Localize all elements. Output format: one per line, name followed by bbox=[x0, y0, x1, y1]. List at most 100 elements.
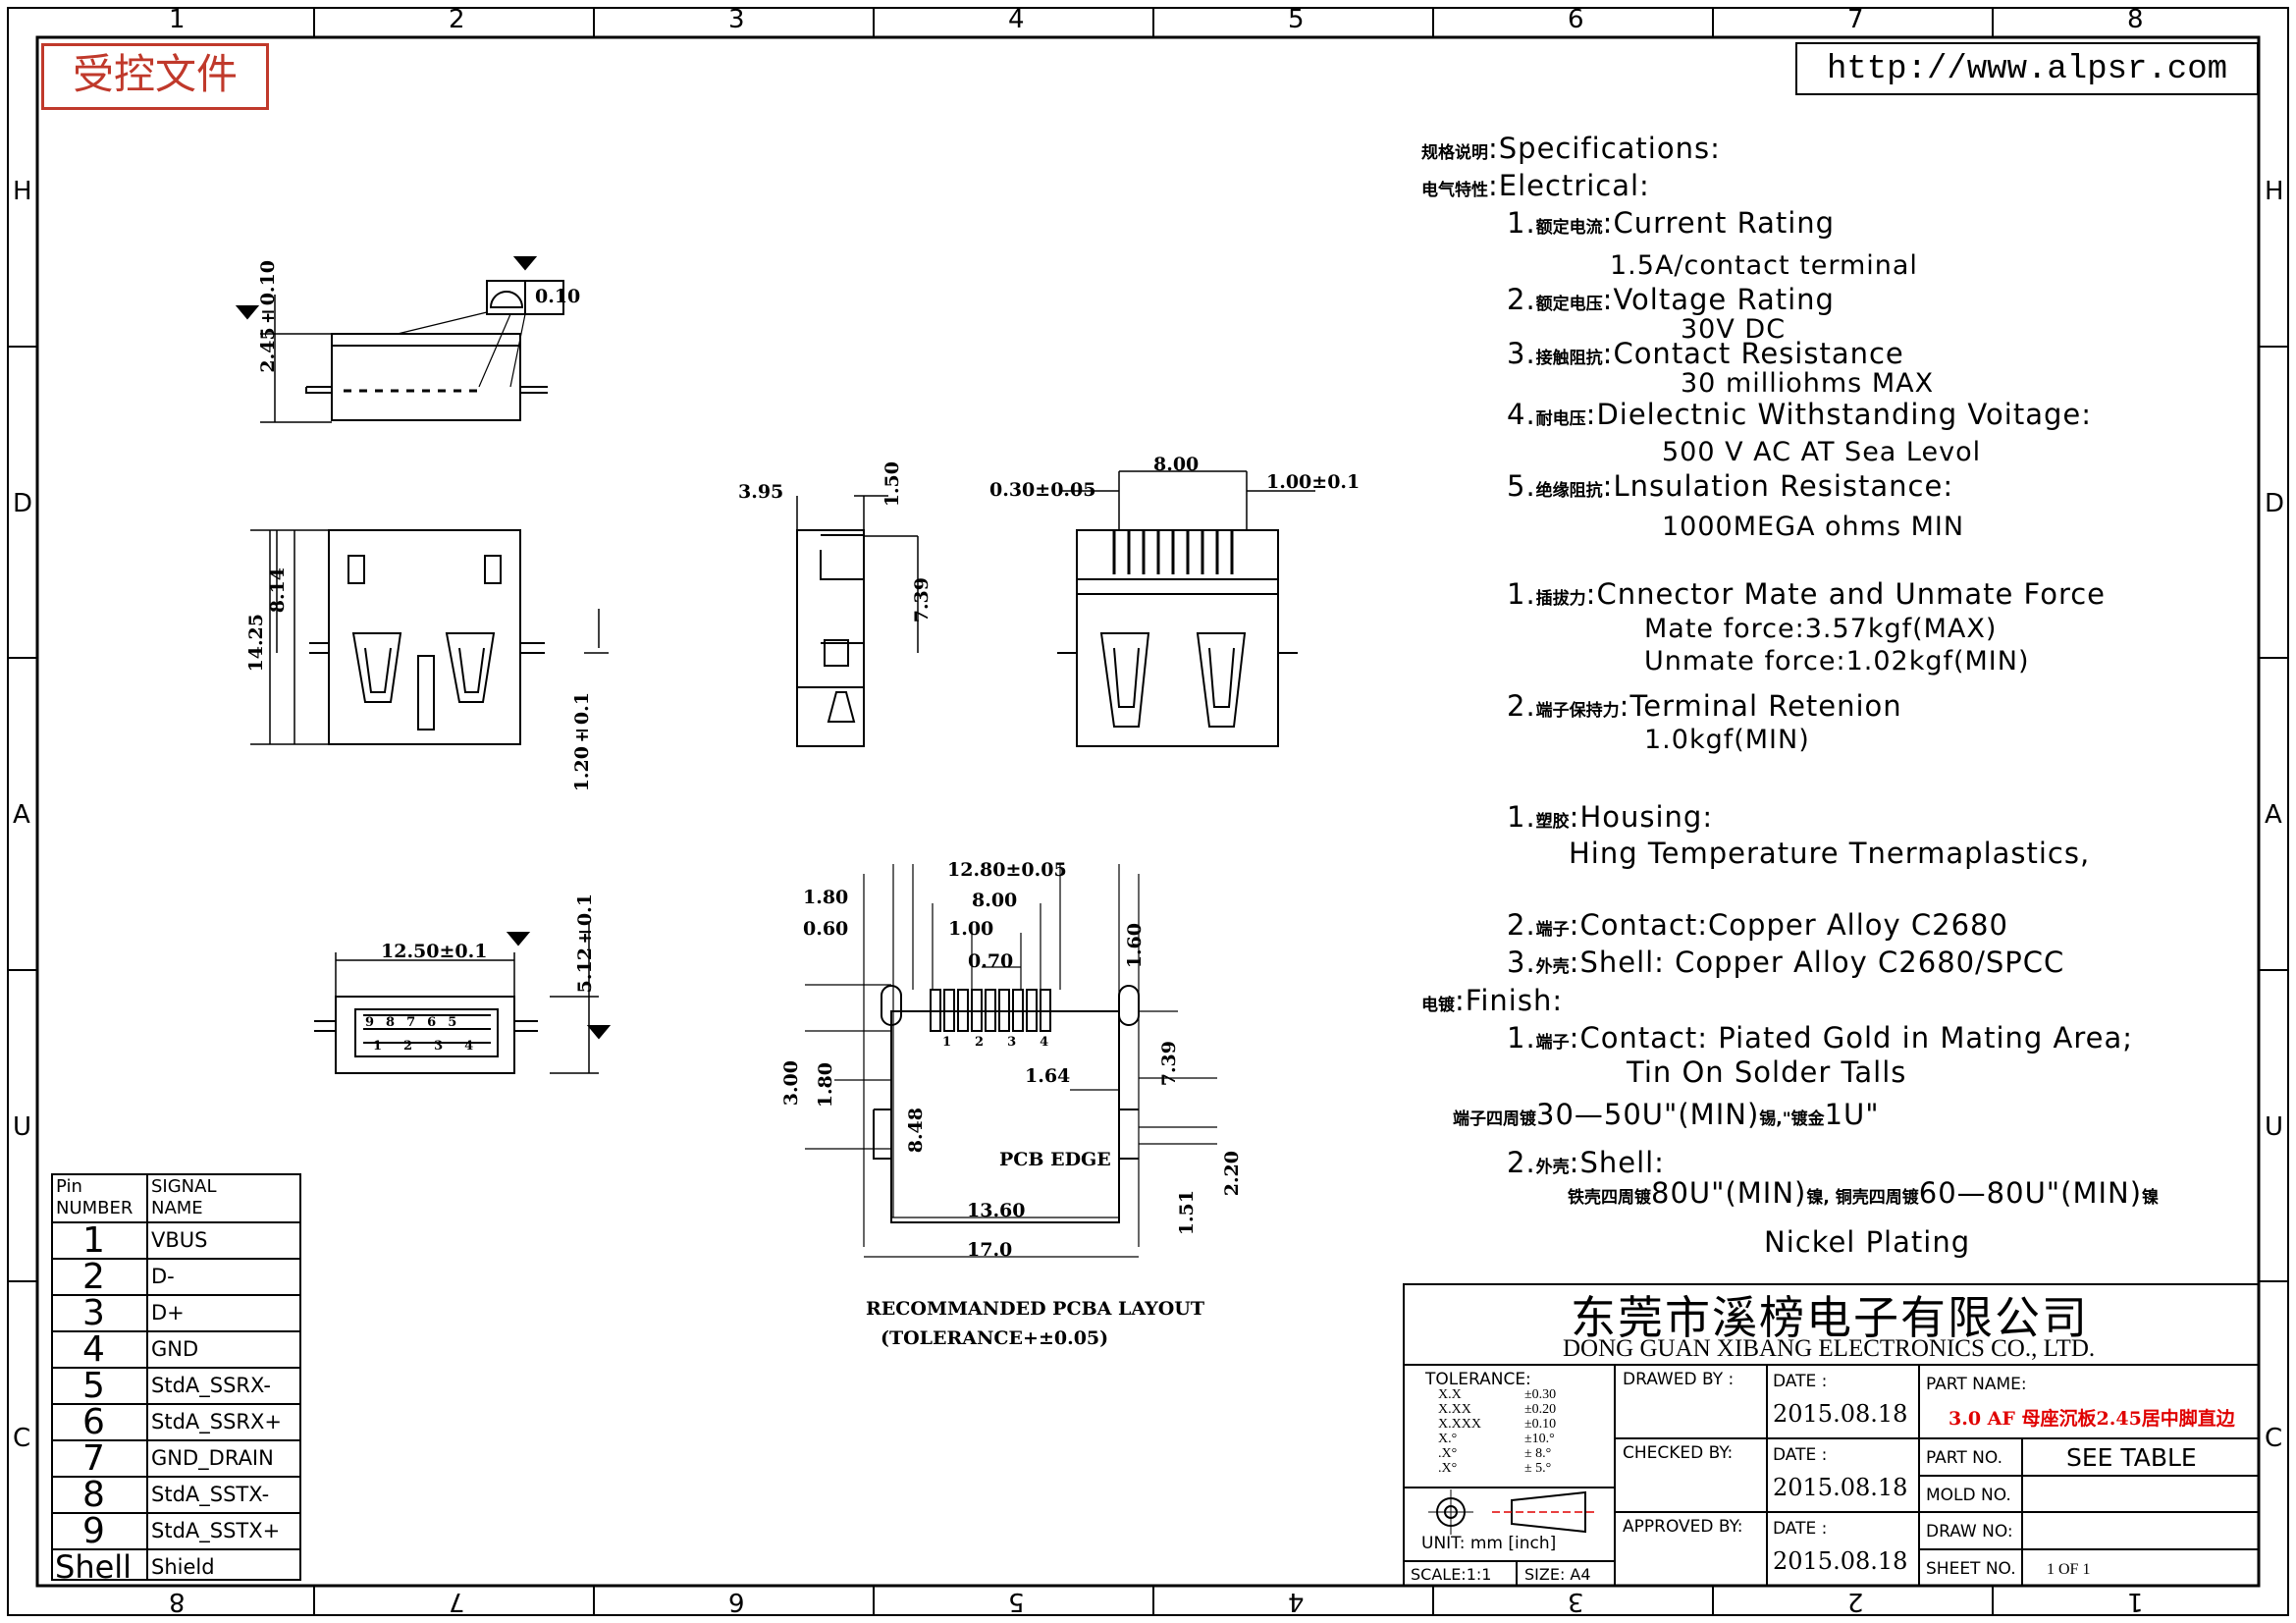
website-url[interactable]: http://www.alpsr.com bbox=[1826, 51, 2228, 88]
dim-0-70: 0.70 bbox=[968, 950, 1014, 972]
dim-8-00-top: 8.00 bbox=[1153, 454, 1200, 475]
pin-signal: D+ bbox=[151, 1301, 185, 1325]
sheet-no-value: 1 OF 1 bbox=[2047, 1561, 2091, 1578]
dim-12-80: 12.80±0.05 bbox=[947, 859, 1067, 881]
top-view bbox=[1057, 470, 1315, 747]
top-num-1: 1 bbox=[169, 5, 186, 34]
spec-finish-shell-value: Nickel Plating bbox=[1764, 1225, 1971, 1259]
pin-number: 2 bbox=[82, 1257, 105, 1297]
dim-1-51: 1.51 bbox=[1176, 1190, 1198, 1236]
section-view bbox=[796, 495, 919, 747]
right-letter-c: C bbox=[2265, 1424, 2283, 1453]
top-num-5: 5 bbox=[1288, 5, 1305, 34]
pcb-edge-label: PCB EDGE bbox=[999, 1149, 1111, 1170]
top-num-6: 6 bbox=[1568, 5, 1584, 34]
inner-frame bbox=[35, 35, 2261, 1588]
spec-unmate-force-value: Unmate force:1.02kgf(MIN) bbox=[1644, 646, 2030, 676]
end-view-pin-numbers-top: 98765 bbox=[365, 1015, 469, 1030]
top-num-4: 4 bbox=[1008, 5, 1025, 34]
mold-no-label: MOLD NO. bbox=[1926, 1486, 2011, 1505]
dim-1-80-side: 1.80 bbox=[815, 1062, 836, 1109]
pcb-layout-view bbox=[805, 864, 1217, 1258]
title-block-lines bbox=[1403, 1283, 2260, 1587]
bottom-num-5: 5 bbox=[1008, 1587, 1025, 1616]
top-num-8: 8 bbox=[2127, 5, 2144, 34]
spec-finish-contact-value: Tin On Solder Talls bbox=[1627, 1055, 1907, 1089]
spec-contact-value: 30 milliohms MAX bbox=[1681, 368, 1935, 399]
spec-mate-force: 1.插拔力:Cnnector Mate and Unmate Force bbox=[1507, 577, 2107, 611]
dim-1-60: 1.60 bbox=[1124, 923, 1146, 969]
spec-finish: 电镀:Finish: bbox=[1421, 984, 1564, 1017]
pin-number-shell: Shell bbox=[55, 1548, 133, 1586]
dim-8-14: 8.14 bbox=[267, 568, 289, 614]
pin-table-lines bbox=[51, 1173, 301, 1581]
bottom-num-6: 6 bbox=[728, 1587, 745, 1616]
right-letter-u: U bbox=[2265, 1112, 2284, 1142]
tolerance-label: TOLERANCE: bbox=[1425, 1370, 1531, 1389]
pin-signal-shield: Shield bbox=[151, 1555, 215, 1579]
spec-shell-material: 3.外壳:Shell: Copper Alloy C2680/SPCC bbox=[1507, 946, 2065, 979]
date-label-checked: DATE : bbox=[1773, 1445, 1828, 1465]
spec-current: 1.额定电流:Current Rating bbox=[1507, 206, 1836, 240]
pcba-layout-title: RECOMMANDED PCBA LAYOUT bbox=[866, 1298, 1204, 1320]
url-box bbox=[1795, 42, 2259, 95]
spec-dielectric-value: 500 V AC AT Sea Levol bbox=[1662, 437, 1982, 467]
dim-flatness-0-10: 0.10 bbox=[535, 286, 581, 307]
pin-number: 5 bbox=[82, 1366, 105, 1406]
right-letter-a: A bbox=[2265, 800, 2282, 830]
company-name-en: DONG GUAN XIBANG ELECTRONICS CO., LTD. bbox=[1563, 1335, 2096, 1362]
spec-retention-value: 1.0kgf(MIN) bbox=[1644, 725, 1810, 755]
spec-current-value: 1.5A/contact terminal bbox=[1610, 250, 1918, 281]
outer-frame bbox=[7, 7, 2289, 1616]
spec-mate-force-value: Mate force:3.57kgf(MAX) bbox=[1644, 614, 1998, 644]
pin-number: 8 bbox=[82, 1475, 105, 1515]
top-ticks bbox=[313, 8, 1994, 37]
pcb-pin-numbers: 1234 bbox=[942, 1035, 1073, 1050]
part-no-label: PART NO. bbox=[1926, 1448, 2002, 1468]
bottom-num-2: 2 bbox=[1847, 1587, 1864, 1616]
spec-housing-value: Hing Temperature Tnermaplastics, bbox=[1569, 837, 2091, 870]
date-label-approved: DATE : bbox=[1773, 1519, 1828, 1539]
spec-finish-contact: 1.端子:Contact: Piated Gold in Mating Area… bbox=[1507, 1021, 2134, 1055]
spec-finish-shell-plating: 铁壳四周镀80U"(MIN)镍, 铜壳四周镀60—80U"(MIN)镍 bbox=[1568, 1176, 2160, 1210]
end-view-pin-numbers-bottom: 1234 bbox=[373, 1039, 496, 1054]
pin-signal: VBUS bbox=[151, 1228, 208, 1252]
top-num-7: 7 bbox=[1847, 5, 1864, 34]
pin-number: 9 bbox=[82, 1511, 105, 1551]
spec-title: 规格说明:Specifications: bbox=[1421, 132, 1721, 165]
end-view bbox=[314, 923, 612, 1074]
dim-0-60: 0.60 bbox=[803, 918, 849, 940]
dim-12-50: 12.50±0.1 bbox=[381, 941, 488, 962]
right-letter-d: D bbox=[2265, 489, 2285, 518]
left-letter-a: A bbox=[13, 800, 30, 830]
dim-1-64: 1.64 bbox=[1025, 1065, 1071, 1087]
left-letter-c: C bbox=[13, 1424, 31, 1453]
pin-signal: StdA_SSRX- bbox=[151, 1374, 271, 1397]
dim-3-00: 3.00 bbox=[780, 1060, 802, 1107]
pin-signal: StdA_SSTX+ bbox=[151, 1519, 281, 1542]
tolerance-values: ±0.30±0.20±0.10±10.°± 8.°± 5.° bbox=[1524, 1387, 1557, 1476]
top-num-3: 3 bbox=[728, 5, 745, 34]
size-label: SIZE: A4 bbox=[1524, 1565, 1591, 1584]
date-drawn: 2015.08.18 bbox=[1773, 1400, 1908, 1428]
dim-height-2-45: 2.45±0.10 bbox=[257, 260, 279, 373]
dim-8-48: 8.48 bbox=[905, 1108, 927, 1154]
part-name-value: 3.0 AF 母座沉板2.45居中脚直边 bbox=[1949, 1408, 2235, 1430]
dim-1-80-top: 1.80 bbox=[803, 887, 849, 908]
right-letter-h: H bbox=[2265, 177, 2284, 206]
pin-number: 6 bbox=[82, 1402, 105, 1442]
date-checked: 2015.08.18 bbox=[1773, 1474, 1908, 1501]
side-view bbox=[235, 256, 564, 423]
pin-signal: GND_DRAIN bbox=[151, 1446, 274, 1470]
pin-table-header-pin: Pin NUMBER bbox=[56, 1176, 133, 1218]
pin-number: 3 bbox=[82, 1293, 105, 1333]
scale-label: SCALE:1:1 bbox=[1411, 1565, 1492, 1584]
spec-retention: 2.端子保持力:Terminal Retenion bbox=[1507, 689, 1902, 723]
dim-2-20: 2.20 bbox=[1221, 1151, 1243, 1197]
pin-signal: GND bbox=[151, 1337, 199, 1361]
spec-finish-shell: 2.外壳:Shell: bbox=[1507, 1146, 1665, 1179]
part-no-value: SEE TABLE bbox=[2066, 1443, 2197, 1472]
dim-1-20: 1.20±0.1 bbox=[571, 692, 593, 792]
